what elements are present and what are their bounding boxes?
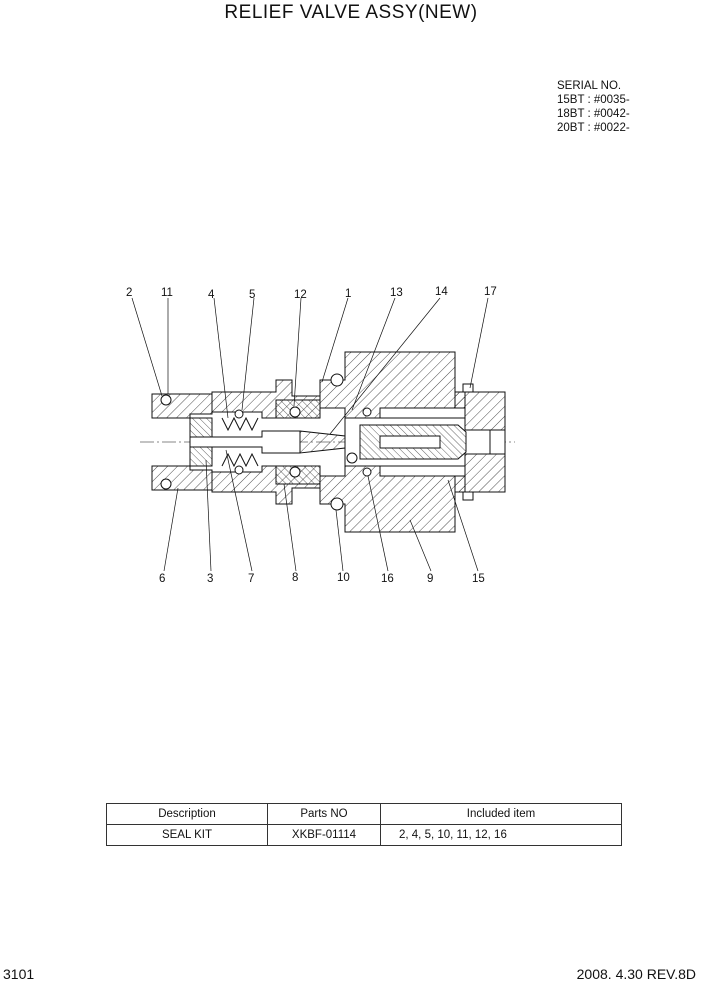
page-title: RELIEF VALVE ASSY(NEW) [224, 2, 478, 23]
callout-label: 10 [337, 572, 350, 584]
callout-label: 7 [248, 573, 254, 585]
callouts-top: 2 11 4 5 12 1 13 14 17 [126, 286, 497, 301]
column-header: Included item [380, 803, 622, 825]
callout-label: 15 [472, 573, 485, 585]
leader-lines [131, 297, 489, 572]
column-header: Parts NO [267, 803, 381, 825]
table-cell: 2, 4, 5, 10, 11, 12, 16 [380, 824, 622, 846]
callout-label: 3 [207, 573, 213, 585]
serial-number-block: SERIAL NO. 15BT : #0035- 18BT : #0042- 2… [557, 79, 630, 135]
table-header-row: Description Parts NO Included item [106, 803, 622, 825]
callout-label: 14 [435, 286, 448, 298]
page-number: 3101 [3, 966, 35, 982]
callout-label: 12 [294, 289, 307, 301]
callout-label: 9 [427, 573, 433, 585]
callout-label: 6 [159, 573, 165, 585]
callout-label: 11 [161, 287, 173, 299]
table-row: SEAL KIT XKBF-01114 2, 4, 5, 10, 11, 12,… [106, 824, 622, 846]
table-cell: SEAL KIT [106, 824, 268, 846]
date-revision: 2008. 4.30 REV.8D [576, 966, 696, 982]
callouts-bottom: 6 3 7 8 10 16 9 15 [159, 572, 485, 585]
serial-heading: SERIAL NO. [557, 80, 622, 92]
serial-line: 15BT : #0035- [557, 94, 630, 106]
callout-label: 4 [208, 289, 215, 301]
serial-line: 18BT : #0042- [557, 108, 630, 120]
serial-line: 20BT : #0022- [557, 122, 630, 134]
callout-label: 17 [484, 286, 497, 298]
callout-label: 16 [381, 573, 394, 585]
column-header: Description [106, 803, 268, 825]
table-cell: XKBF-01114 [267, 824, 381, 846]
callout-label: 5 [249, 289, 255, 301]
callout-label: 8 [292, 572, 298, 584]
valve-section [140, 351, 515, 533]
callout-label: 2 [126, 287, 132, 299]
callout-label: 1 [345, 288, 351, 300]
callout-label: 13 [390, 287, 403, 299]
seal-kit-table: Description Parts NO Included item SEAL … [106, 803, 622, 846]
